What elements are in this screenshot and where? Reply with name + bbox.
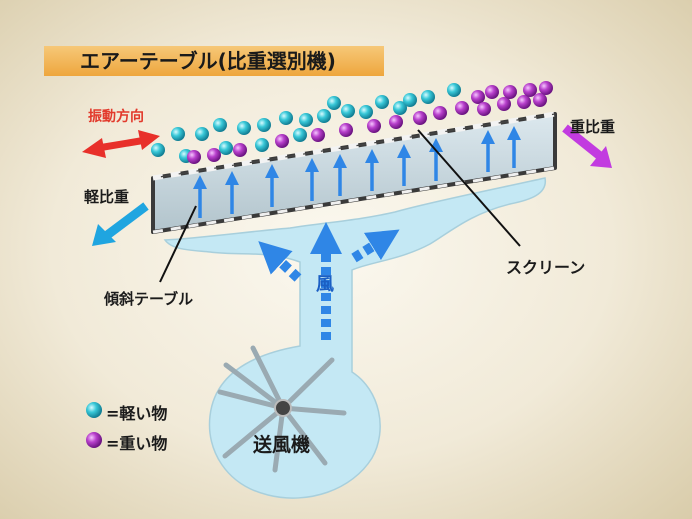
table-air-arrows bbox=[193, 126, 521, 218]
diagram-title: エアーテーブル(比重選別機) bbox=[80, 49, 336, 73]
vibration-direction-label: 振動方向 bbox=[88, 109, 144, 125]
light-gravity-label: 軽比重 bbox=[84, 188, 130, 206]
screen-pointer bbox=[417, 129, 521, 247]
legend-light-label: =軽い物 bbox=[106, 404, 168, 423]
wind-label: 風 bbox=[316, 274, 334, 295]
blower-hub bbox=[274, 399, 292, 417]
blower-fan bbox=[217, 345, 347, 473]
screen-label: スクリーン bbox=[506, 258, 586, 277]
inclined-table bbox=[151, 112, 557, 234]
table-pointer bbox=[159, 205, 197, 283]
legend-light-dot bbox=[86, 402, 102, 418]
air-duct bbox=[163, 177, 546, 499]
light-arrow bbox=[92, 202, 149, 246]
inclined-table-label: 傾斜テーブル bbox=[104, 290, 194, 308]
title-banner bbox=[44, 46, 384, 76]
screen-line bbox=[152, 111, 556, 181]
legend-heavy-dot bbox=[86, 432, 102, 448]
heavy-arrow bbox=[562, 124, 612, 168]
vibration-arrow bbox=[82, 130, 160, 158]
heavy-gravity-label: 重比重 bbox=[570, 118, 616, 136]
heavy-particles bbox=[187, 81, 553, 164]
air-flow-arrows bbox=[258, 221, 400, 340]
light-particles bbox=[151, 83, 461, 163]
blower-label: 送風機 bbox=[253, 434, 311, 456]
legend-heavy-label: =重い物 bbox=[106, 434, 168, 453]
